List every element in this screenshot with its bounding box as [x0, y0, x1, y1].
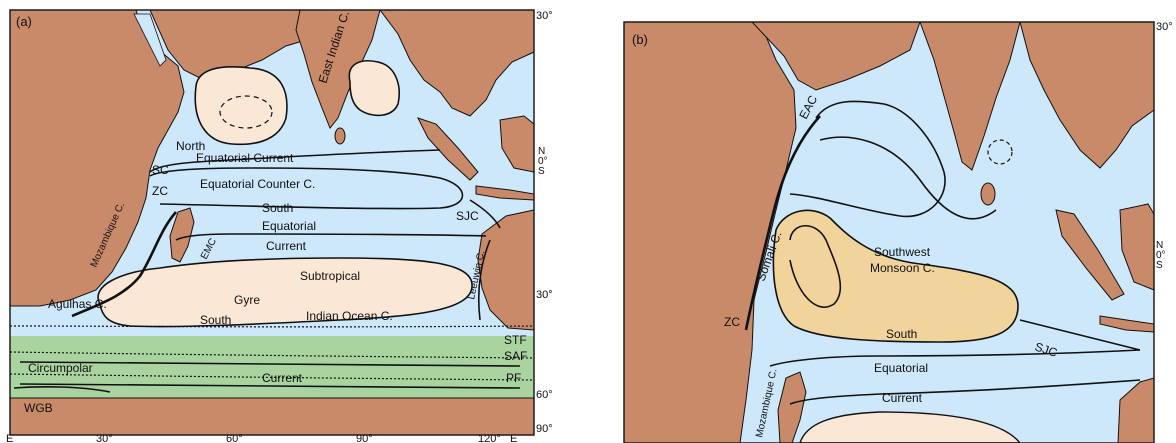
- panel-a-equatorial-label: Equatorial: [262, 219, 316, 233]
- panel-a-zc-label: ZC: [152, 184, 168, 198]
- panel-a-gyre-label: Gyre: [234, 293, 260, 307]
- panel-a-lat-n30: 30°: [536, 10, 553, 22]
- panel-a-equator-zero: 0°: [538, 156, 548, 167]
- panel-a-arabian-inner: [219, 95, 273, 129]
- panel-a-mozambique-agulhas: [71, 211, 177, 318]
- panel-b-zc-label: ZC: [724, 315, 740, 329]
- panel-a-equator-n: N: [538, 146, 545, 157]
- panel-b-sjc-label: SJC: [1033, 340, 1059, 360]
- panel-b-monsoon-label: Monsoon C.: [870, 261, 935, 275]
- panel-a-antarctica: [10, 398, 534, 435]
- panel-a-current2-label: Current: [262, 371, 303, 385]
- panel-a-lon-e-left: E: [6, 433, 13, 443]
- panel-b-frame: [623, 21, 1155, 443]
- panel-b-sri-lanka: [980, 182, 996, 206]
- panel-a-north-label: North: [176, 139, 205, 153]
- panel-a-sumatra: [417, 117, 479, 181]
- panel-a-lon-120: 120°: [478, 433, 501, 443]
- panel-b-sumatra: [1055, 209, 1125, 301]
- panel-a-south2-label: South: [200, 313, 231, 327]
- panel-a-sjc-label: SJC: [456, 209, 479, 223]
- panel-b: (b) EAC Somali C. Southwest Monsoon C. Z…: [623, 21, 1173, 443]
- panel-a-subtropical-label: Subtropical: [300, 269, 360, 283]
- panel-b-south-label: South: [886, 327, 917, 341]
- panel-a-lat-s90: 90°: [536, 423, 553, 435]
- panel-b-south-equatorial: [769, 349, 1141, 367]
- panel-a-agulhas-label: Agulhas C.: [48, 297, 107, 311]
- panel-a-india: [295, 9, 381, 129]
- panel-a-sri-lanka: [334, 127, 346, 145]
- panel-a-stf-label: STF: [504, 333, 527, 347]
- panel-a-subtropical-gyre: [97, 257, 473, 328]
- panel-b-southwest-label: Southwest: [874, 245, 931, 259]
- panel-a-stf-front: [9, 325, 535, 328]
- panel-a-frame: [9, 9, 535, 436]
- panel-a-red-sea: [133, 13, 167, 67]
- panel-b-bengal-dashed: [987, 139, 1013, 165]
- panel-a-lon-30: 30°: [96, 433, 113, 443]
- panel-a-tag: (a): [16, 14, 32, 29]
- panel-b-arabia: [750, 21, 921, 91]
- panel-a-bengal-gyre: [348, 60, 400, 117]
- panel-a-arabian-gyre: [194, 66, 288, 146]
- panel-a-lon-90: 90°: [356, 433, 373, 443]
- panel-b-lower-gyre: [799, 411, 1021, 443]
- panel-b-lat-n30: 30°: [1156, 21, 1173, 33]
- panel-a-indian-ocean-label: Indian Ocean C.: [306, 309, 393, 323]
- panel-a-sjc: [469, 199, 501, 229]
- panel-b-sjc: [1019, 319, 1141, 351]
- panel-a: (a) East Indian C. North Equatorial Curr…: [6, 9, 553, 443]
- panel-b-equator-s: S: [1156, 260, 1163, 271]
- panel-b-equatorial-current-lower: [789, 379, 1141, 405]
- panel-b-arabian-loop: [789, 100, 946, 218]
- panel-b-somali-current: [744, 115, 821, 331]
- panel-a-circumpolar-current-line2: [19, 383, 521, 389]
- panel-a-counter-label: Equatorial Counter C.: [200, 177, 315, 191]
- panel-a-equatorial-current-label: Equatorial Current: [196, 151, 294, 165]
- panel-a-current-label: Current: [266, 239, 307, 253]
- panel-a-lon-e-right: E: [510, 433, 517, 443]
- panel-a-pf-front: [9, 373, 535, 381]
- panel-b-equator-n: N: [1156, 240, 1163, 251]
- panel-b-africa: [623, 21, 797, 443]
- panel-a-lat-s30: 30°: [536, 289, 553, 301]
- panel-a-wgb-label: WGB: [24, 401, 53, 415]
- panel-a-lon-60: 60°: [226, 433, 243, 443]
- panel-b-sw-monsoon-outer: [819, 136, 997, 220]
- panel-a-leeuwin: [477, 239, 491, 321]
- panel-b-current-label: Current: [882, 391, 923, 405]
- panel-a-saf-label: SAF: [504, 349, 527, 363]
- panel-a-circumpolar-label: Circumpolar: [28, 361, 93, 375]
- panel-a-lat-s60: 60°: [536, 389, 553, 401]
- panel-a-equator-s: S: [538, 166, 545, 177]
- panel-a-sc-label: SC: [152, 163, 169, 177]
- panel-a-madagascar: [169, 207, 195, 263]
- panel-b-india: [919, 21, 1021, 171]
- panel-b-tag: (b): [632, 32, 648, 47]
- panel-a-south-equatorial-current: [175, 233, 487, 241]
- panel-a-circumpolar-current-line: [19, 361, 521, 367]
- panel-a-australia: [477, 209, 535, 331]
- panel-a-pf-label: PF: [506, 371, 521, 385]
- panel-a-counter-current: [149, 167, 464, 210]
- panel-a-wgb-gyre: [13, 386, 111, 393]
- panel-b-equatorial-label: Equatorial: [874, 361, 928, 375]
- panel-a-south-label: South: [262, 201, 293, 215]
- panel-a-north-equatorial-current: [149, 149, 441, 173]
- panel-b-madagascar: [777, 371, 807, 443]
- panel-b-equator-zero: 0°: [1156, 250, 1166, 261]
- panel-b-monsoon-gyre: [772, 209, 1019, 343]
- panel-b-inner-loop: [789, 225, 842, 308]
